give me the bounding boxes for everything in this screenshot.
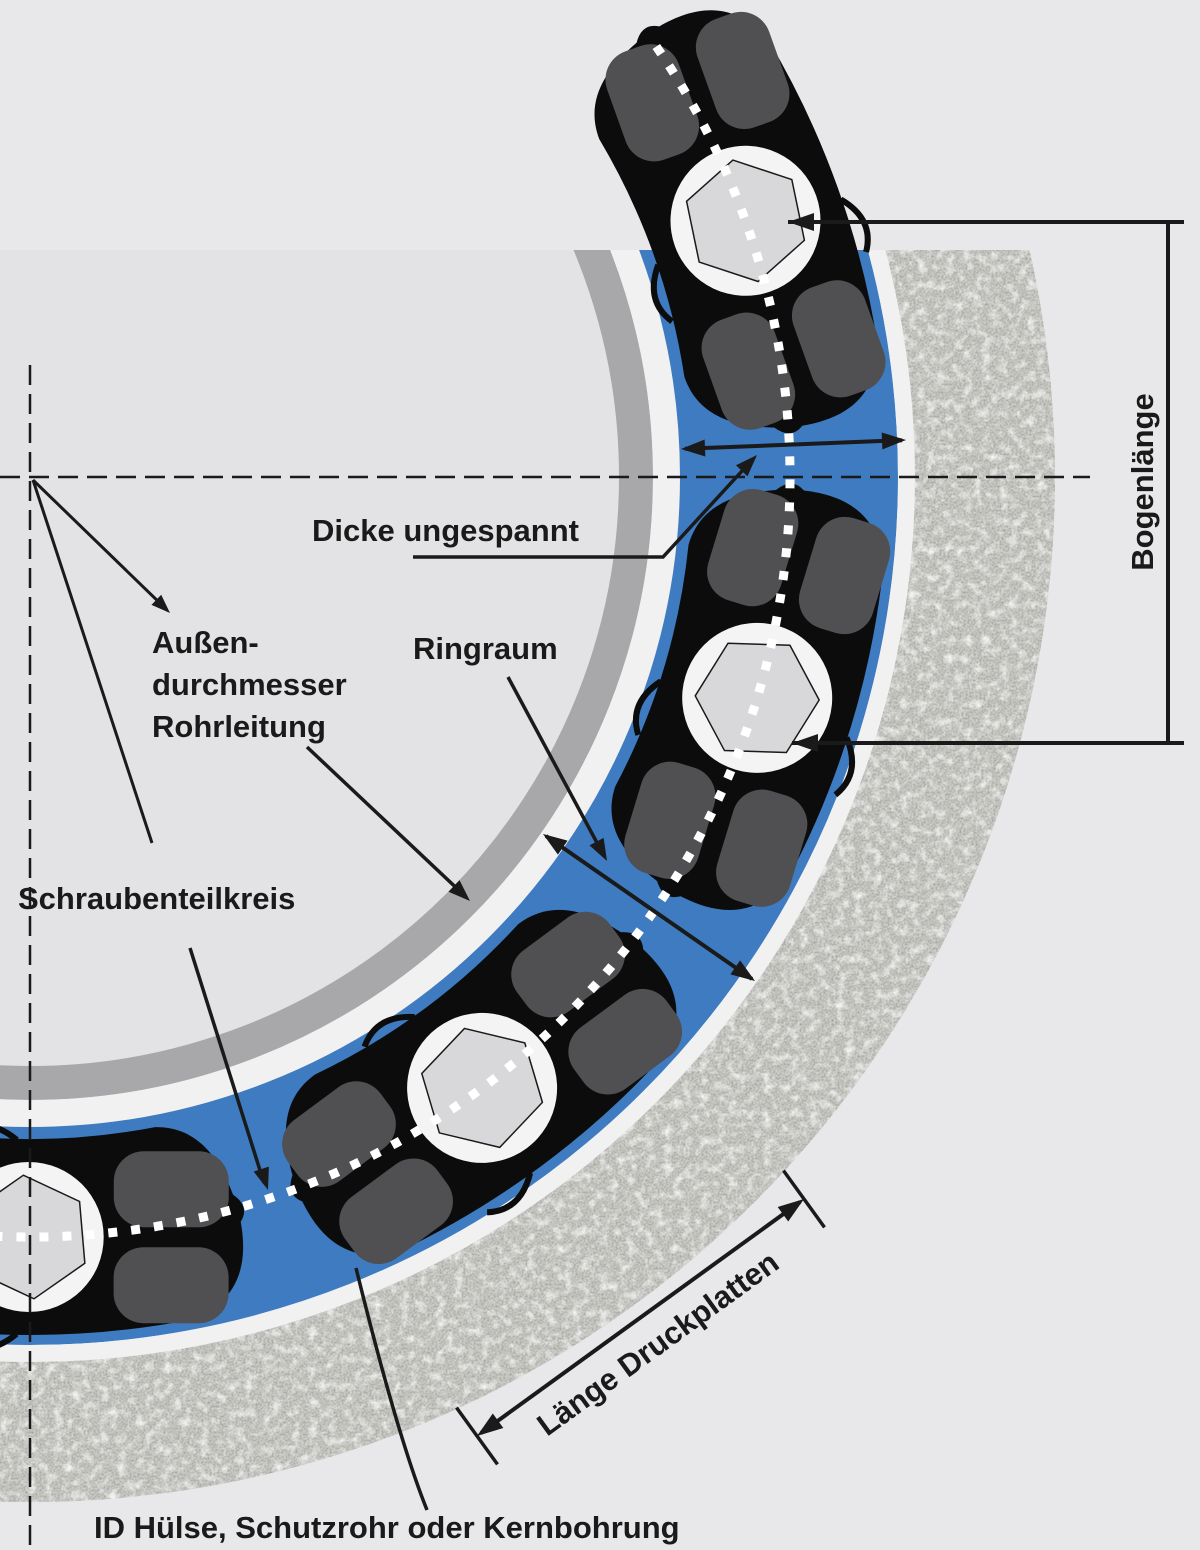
plate-edge-whisker-inner [0,1122,19,1143]
id-huelse-leader [354,1267,429,1511]
plate-edge-whisker-outer [0,1331,19,1352]
pressure-lobe [695,11,790,130]
plate-edge-whisker-inner [650,263,674,324]
ringraum-dim-arrowhead-inner [543,834,568,855]
dicke-leader [413,457,755,559]
schrauben-leader-arrowhead [253,1166,269,1190]
seal-segment [0,1122,245,1352]
label-ringraum: Ringraum [413,631,558,666]
hex-nut [685,159,806,283]
aussen-fan-arrowhead [151,594,170,613]
seal-segment [594,10,886,434]
hex-nut [694,642,821,754]
pressure-lobe [113,1151,229,1228]
segment-parts [282,911,683,1265]
dicke-leader-arrowhead [735,455,757,477]
label-aussendurchmesser-line3: Rohrleitung [152,709,326,744]
hex-nut [0,1174,86,1300]
pressure-lobe [568,988,683,1095]
callouts [31,213,1184,1511]
label-aussendurchmesser-line2: durchmesser [152,667,347,702]
seal-segment [282,909,683,1265]
segment-parts [624,488,891,907]
pressure-lobe [716,789,808,907]
laenge-tick-upper [782,1169,826,1229]
ringraum-leader-arrowhead [589,837,607,861]
aussen-leader-arrowhead [448,880,470,901]
pressure-lobe [113,1247,229,1324]
center-to-schrauben-line [31,479,154,844]
laenge-arrowhead-lower [477,1413,504,1436]
plate-edge-whisker-outer [486,1172,534,1216]
pressure-lobe [791,280,886,398]
pressure-lobe [624,761,716,879]
pipe-interior-disc [0,250,619,1066]
dicke-dim-arrowhead-left [681,439,706,457]
center-to-aussen-line [31,478,168,611]
laenge-tick-lower [455,1406,499,1466]
bogen-arrowhead-top [788,213,814,231]
ringraum-dimension-line [544,834,754,981]
ringraum-dim-arrowhead-outer [730,960,755,981]
plate-edge-whisker-inner [361,1013,415,1048]
seal-segments [0,10,891,1352]
pressure-lobe [707,488,799,607]
segment-parts [0,1122,229,1352]
pipe-wall-arc [0,250,653,1100]
centerlines [0,365,1090,1550]
dicke-dim-arrowhead-right [881,432,906,450]
aussen-leader [305,745,468,899]
label-dicke-ungespannt: Dicke ungespannt [312,513,579,548]
plate-edge-whisker-inner [632,678,663,736]
pressure-lobe [282,1081,396,1187]
label-aussendurchmesser-line1: Außen- [152,625,259,660]
label-bogenlaenge: Bogenlänge [1125,393,1160,570]
segment-parts [605,11,886,430]
pressure-lobe [339,1158,453,1265]
schrauben-leader [188,947,266,1184]
bogen-arrowhead-bottom [792,734,818,752]
label-id-huelse: ID Hülse, Schutzrohr oder Kernbohrung [94,1510,680,1545]
ringraum-leader [506,676,605,855]
label-schraubenteilkreis: Schraubenteilkreis [18,881,295,916]
laenge-dimension-line [479,1200,802,1435]
hex-nut [420,1027,544,1149]
seal-segment [611,483,891,910]
pressure-lobe [605,44,700,162]
bore-wall-light-patches [0,250,1055,1502]
dicke-dimension-line [684,438,903,451]
pressure-lobe [701,312,796,430]
pressure-lobe [798,516,891,635]
laenge-arrowhead-upper [777,1199,804,1222]
pressure-lobe [511,911,625,1018]
